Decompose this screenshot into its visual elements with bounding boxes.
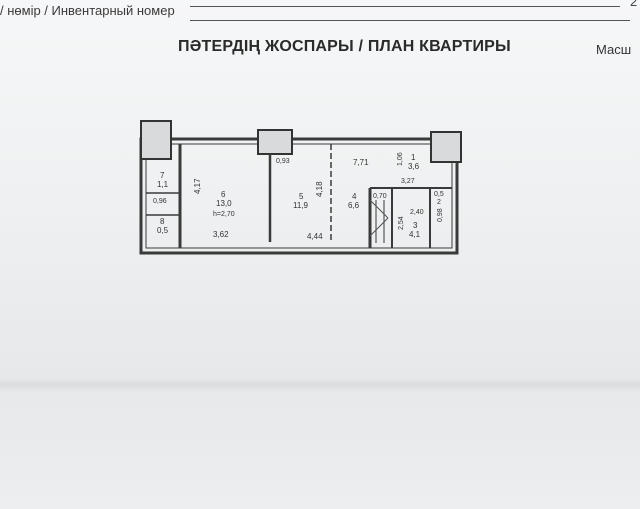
inventory-number-line	[190, 6, 620, 7]
room-2-number: 2	[437, 199, 441, 206]
room-1-number: 1	[411, 153, 416, 162]
dim-4-18: 4,18	[315, 181, 324, 197]
columns	[140, 120, 462, 163]
outer-walls	[139, 137, 459, 255]
room-8-area: 0,5	[157, 226, 169, 235]
door-swings	[369, 199, 389, 237]
room-1-area: 3,6	[408, 162, 420, 171]
room-3-area: 4,1	[409, 230, 421, 239]
dim-0-93: 0,93	[276, 158, 290, 165]
room-6-height: h=2,70	[213, 211, 235, 218]
interior-walls	[146, 144, 452, 248]
form-line	[190, 20, 630, 21]
room-8-number: 8	[160, 217, 165, 226]
corner-digit: 2	[630, 0, 638, 9]
dim-1-06: 1,06	[397, 152, 404, 166]
room-7-area: 1,1	[157, 180, 169, 189]
inventory-number-label: / нөмір / Инвентарный номер	[0, 3, 175, 18]
room-5-area: 11,9	[293, 201, 309, 210]
dim-2-54: 2,54	[398, 216, 405, 230]
dim-4-44: 4,44	[307, 232, 323, 241]
room-4-number: 4	[352, 192, 357, 201]
room-2-area: 0,5	[434, 191, 444, 198]
dim-2-40: 2,40	[410, 209, 424, 216]
room-5-number: 5	[299, 192, 304, 201]
dim-4-17: 4,17	[193, 178, 202, 194]
dim-0-70: 0,70	[373, 193, 387, 200]
room-6-number: 6	[221, 190, 226, 199]
room-4-area: 6,6	[348, 201, 360, 210]
dim-0-96: 0,96	[153, 198, 167, 205]
room-7-number: 7	[160, 171, 165, 180]
dim-7-71: 7,71	[353, 158, 369, 167]
room-6-area: 13,0	[216, 199, 232, 208]
dim-0-98: 0,98	[437, 208, 444, 222]
scale-label: Масш	[596, 42, 632, 57]
plan-title: ПӘТЕРДІҢ ЖОСПАРЫ / ПЛАН КВАРТИРЫ	[178, 38, 511, 55]
dim-3-27: 3,27	[401, 178, 415, 185]
room-3-number: 3	[413, 221, 418, 230]
paper-fold-shadow	[0, 378, 640, 392]
dim-3-62: 3,62	[213, 230, 229, 239]
